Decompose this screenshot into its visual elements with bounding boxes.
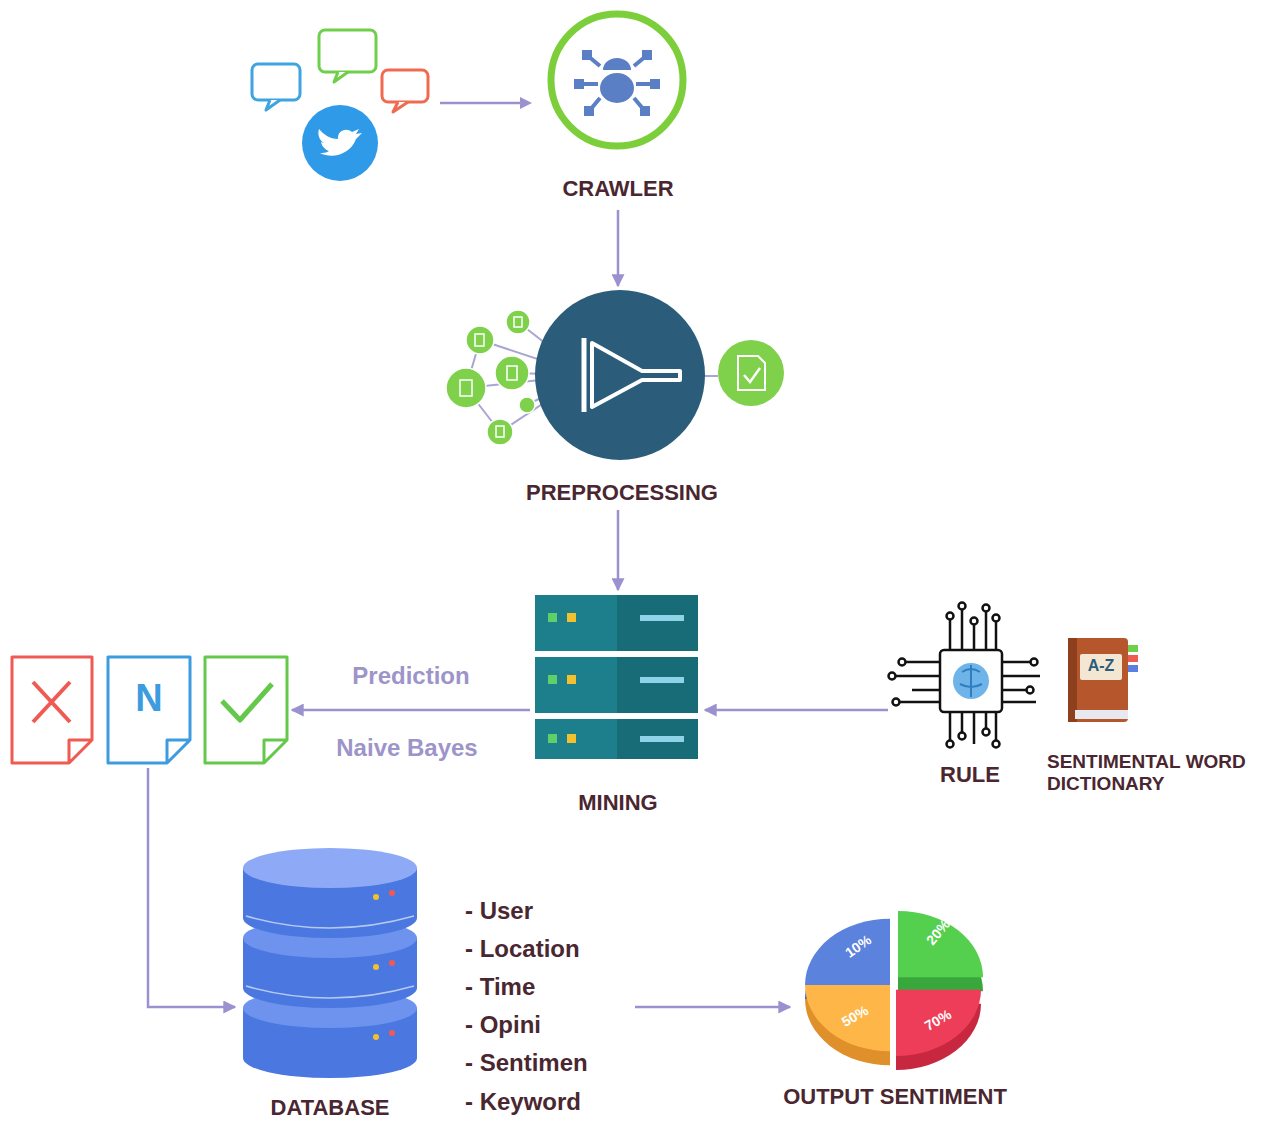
database-cylinder [243,848,417,1078]
field-item: - Location [465,935,580,963]
flow-arrow [617,510,620,590]
rule-node: RULE [888,600,1053,792]
pie-chart [805,911,983,1070]
label-holder: A-Z [1088,657,1115,675]
database-node: DATABASE - User - Location - Time - Opini - S… [235,835,635,1122]
node-label: RULE [940,762,1000,787]
node-label: CRAWLER [562,176,673,201]
book-icon [1068,638,1138,722]
flow-arrow [617,210,620,286]
flow-arrow [148,768,235,1007]
field-item: - Opini [465,1011,541,1039]
field-item: - User [465,897,533,925]
mining-node: MINING [530,590,705,822]
node-label: DATABASE [271,1095,390,1120]
node-label: MINING [578,790,657,815]
label-holder: 10% [844,938,872,954]
flow-arrow [635,1006,790,1009]
edge-label-holder: Prediction [352,662,469,690]
document-group-node: N [8,652,292,768]
preprocessing-node: PREPROCESSING [440,286,790,510]
edge-label: Prediction [352,662,469,690]
chip-icon [889,603,1041,748]
field-item: - Time [465,973,535,1001]
node-label: SENTIMENTAL WORD DICTIONARY [1047,751,1271,795]
node-label: OUTPUT SENTIMENT [783,1084,1007,1109]
social-source-icon [252,30,532,181]
field-item: - Sentimen [465,1049,588,1077]
book-cover-label: A-Z [1088,657,1115,675]
crawler-icon [551,14,683,146]
node-label: N [135,677,162,721]
document-icons [12,657,287,763]
flow-arrow [292,709,530,712]
server-icon [535,595,698,759]
label-holder: 20% [924,924,952,940]
dictionary-node: SENTIMENTAL WORD DICTIONARY [1043,630,1274,802]
label-holder: Naive Bayes [336,734,477,762]
label-holder: 70% [924,1012,952,1028]
output-node: OUTPUT SENTIMENT [790,900,1040,1112]
method-label: Naive Bayes [336,734,477,762]
field-item: - Keyword [465,1088,581,1116]
label-holder: 50% [841,1008,869,1024]
preprocessing-icon [446,290,784,460]
crawler-node: CRAWLER [530,10,705,210]
node-label: PREPROCESSING [526,480,718,505]
flow-arrow [705,709,888,712]
